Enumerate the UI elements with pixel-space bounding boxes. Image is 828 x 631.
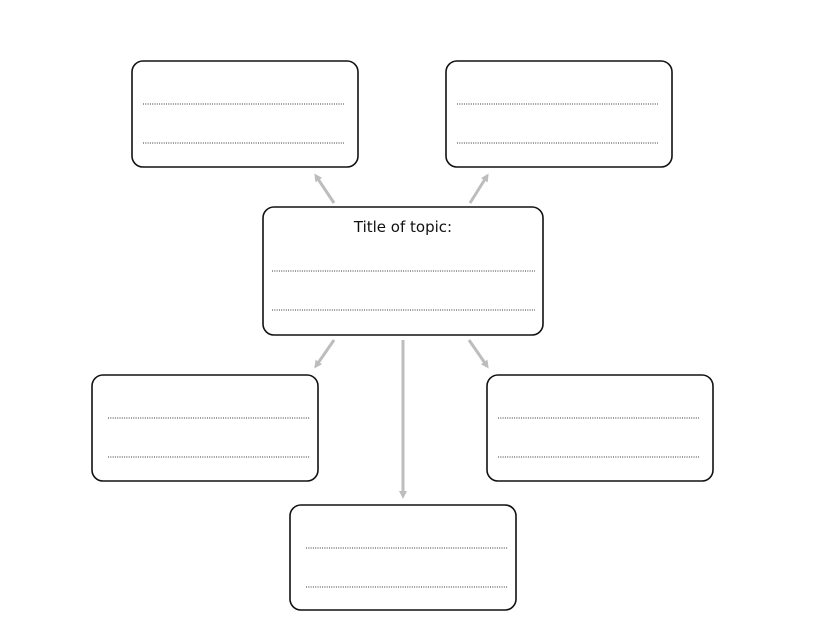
subtopic-box-top-right [445, 60, 673, 168]
arrow-to-top-right [468, 173, 489, 204]
arrow-to-middle-right [467, 339, 489, 369]
subtopic-box-middle-right [486, 374, 714, 482]
subtopic-box-top-left [131, 60, 359, 168]
subtopic-box-bottom [289, 504, 517, 611]
subtopic-box-middle-left [91, 374, 319, 482]
center-topic-box: Title of topic: [262, 206, 544, 336]
center-title: Title of topic: [353, 218, 452, 236]
arrow-to-middle-left [314, 339, 336, 369]
arrow-to-top-left [314, 173, 336, 204]
